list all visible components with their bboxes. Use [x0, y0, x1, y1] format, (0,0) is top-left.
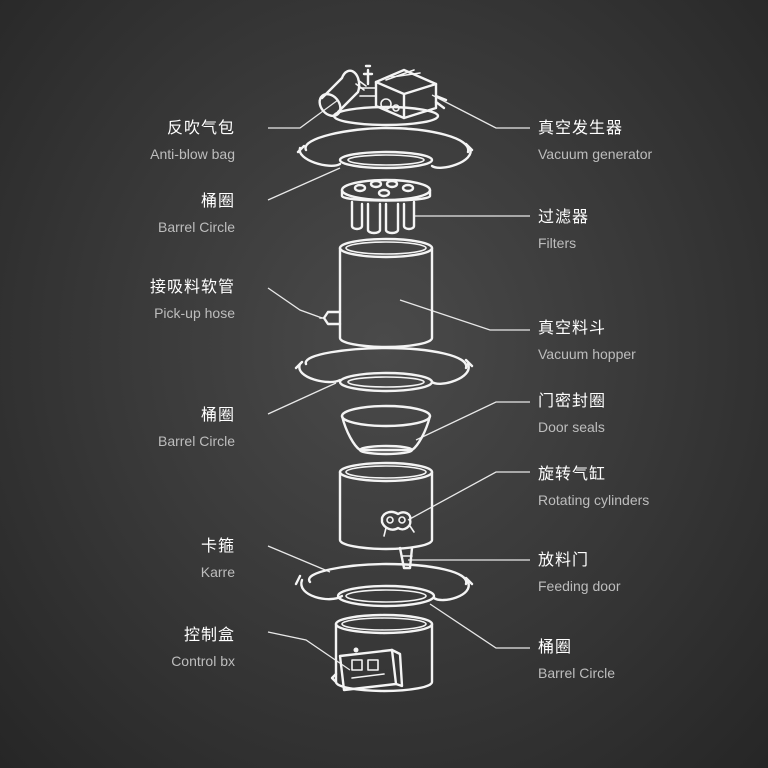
label-en: Rotating cylinders [538, 492, 650, 508]
label-vacuum-generator: 真空发生器 Vacuum generator [538, 118, 652, 164]
label-pickup-hose: 接吸料软管 Pick-up hose [150, 277, 235, 323]
filter-caps [353, 179, 415, 198]
label-filters: 过滤器 Filters [538, 207, 589, 253]
label-en: Pick-up hose [154, 305, 235, 321]
door-seal-part [340, 404, 432, 456]
label-zh: 卡箍 [200, 536, 235, 555]
label-en: Barrel Circle [538, 665, 616, 681]
label-karre: 卡箍 Karre [201, 536, 235, 582]
leader-rotating-cylinders [407, 471, 530, 521]
leader-control-box [267, 631, 351, 671]
control-box-housing [330, 613, 434, 693]
label-zh: 桶圈 [200, 405, 235, 424]
leader-anti-blow-bag [268, 99, 339, 129]
label-zh: 反吹气包 [166, 118, 235, 137]
barrel-circle-3-part [336, 584, 436, 608]
vacuum-generator-assembly [318, 64, 448, 127]
label-barrel-circle-2: 桶圈 Barrel Circle [158, 405, 235, 451]
label-en: Vacuum generator [538, 146, 653, 162]
label-zh: 桶圈 [538, 637, 573, 656]
label-zh: 真空料斗 [538, 318, 607, 337]
rotating-cylinder-housing [338, 461, 434, 551]
label-en: Door seals [538, 419, 605, 435]
label-barrel-circle-3: 桶圈 Barrel Circle [538, 637, 615, 683]
leader-karre [267, 545, 331, 573]
label-en: Vacuum hopper [538, 346, 636, 362]
leader-vacuum-generator [431, 94, 530, 129]
label-en: Barrel Circle [157, 433, 235, 449]
vacuum-generator-part [359, 64, 448, 120]
barrel-circle-2-part [294, 346, 474, 393]
leader-barrel-circle-3 [429, 603, 530, 649]
anti-blow-bag-part [318, 69, 367, 118]
label-zh: 过滤器 [538, 207, 590, 226]
label-en: Feeding door [538, 578, 621, 594]
label-en: Anti-blow bag [150, 146, 235, 162]
leader-vacuum-hopper [399, 299, 530, 331]
label-rotating-cylinders: 旋转气缸 Rotating cylinders [538, 464, 649, 510]
leader-pickup-hose [267, 287, 323, 319]
label-en: Control bx [171, 653, 235, 669]
rotating-cylinder-part [380, 510, 415, 537]
vacuum-hopper-part [319, 237, 434, 349]
label-zh: 真空发生器 [538, 118, 624, 137]
label-en: Karre [200, 564, 235, 580]
label-feeding-door: 放料门 Feeding door [538, 550, 621, 596]
karre-part [294, 562, 474, 602]
label-en: Filters [538, 235, 577, 251]
label-control-box: 控制盒 Control bx [171, 625, 235, 671]
label-zh: 放料门 [538, 550, 590, 569]
label-barrel-circle-1: 桶圈 Barrel Circle [158, 191, 235, 237]
label-anti-blow-bag: 反吹气包 Anti-blow bag [150, 118, 235, 164]
leader-barrel-circle-1 [267, 167, 341, 201]
filter-cartridges [350, 200, 416, 235]
barrel-circle-1-part [296, 126, 474, 170]
filters-part [340, 178, 432, 235]
leader-barrel-circle-2 [267, 382, 337, 415]
label-zh: 旋转气缸 [538, 464, 607, 483]
label-zh: 接吸料软管 [149, 277, 235, 296]
control-box-part [330, 647, 404, 692]
leader-lines [267, 94, 530, 671]
label-zh: 门密封圈 [538, 391, 607, 410]
label-zh: 控制盒 [183, 625, 235, 644]
label-vacuum-hopper: 真空料斗 Vacuum hopper [538, 318, 636, 364]
label-door-seals: 门密封圈 Door seals [538, 391, 606, 437]
leader-door-seals [415, 401, 530, 441]
label-zh: 桶圈 [200, 191, 235, 210]
label-en: Barrel Circle [157, 219, 235, 235]
feeding-door-part [398, 546, 414, 570]
